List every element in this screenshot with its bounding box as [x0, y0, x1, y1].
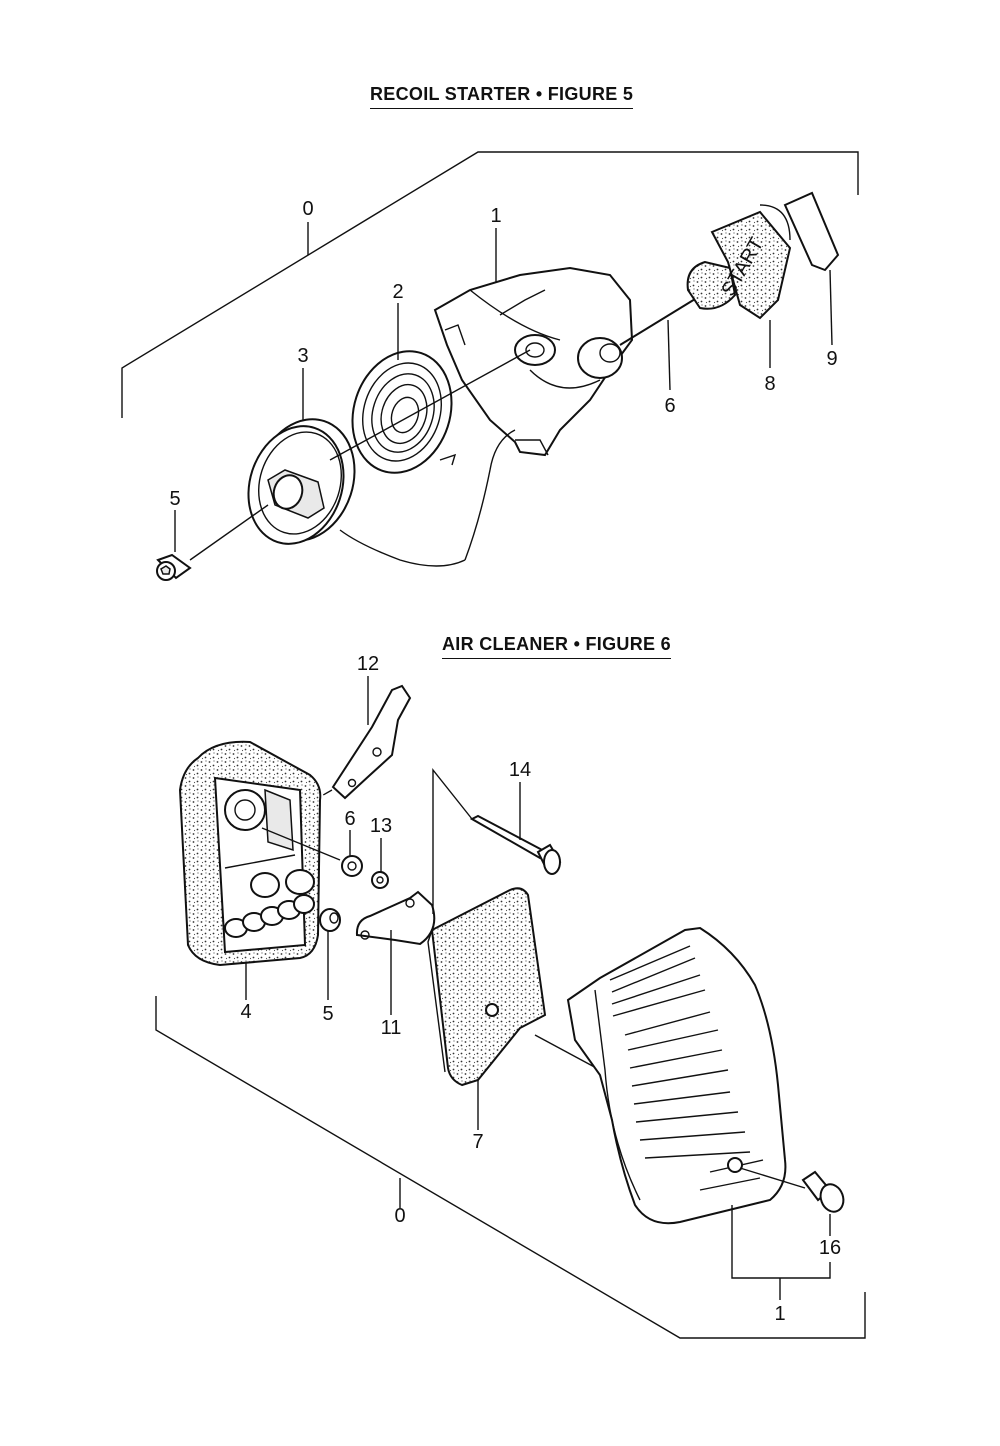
callout-6-4: 4: [240, 1001, 251, 1023]
callout-5-6: 6: [664, 395, 675, 417]
callout-5-5: 5: [169, 488, 180, 510]
long-bolt-part: [432, 767, 562, 914]
grip-cover-part: [783, 191, 840, 272]
recoil-spring-part: [351, 350, 457, 474]
center-line-5: [329, 349, 531, 461]
filter-element-part: [427, 887, 601, 1087]
bushing-part: [319, 908, 341, 932]
callout-6-13: 13: [370, 815, 392, 837]
callout-6-6: 6: [344, 808, 355, 830]
callout-6-7: 7: [472, 1131, 483, 1153]
callout-6-14: 14: [509, 759, 531, 781]
cover-vent-slots: [609, 945, 764, 1191]
air-cleaner-body-part: [178, 740, 341, 967]
callout-5-8: 8: [764, 373, 775, 395]
cover-bolt-part: [801, 1170, 845, 1213]
callout-5-3: 3: [297, 345, 308, 367]
figure-5-title: RECOIL STARTER • FIGURE 5: [370, 84, 634, 109]
assembly-bracket-6: [155, 996, 866, 1339]
callout-6-16: 16: [819, 1237, 841, 1259]
callout-6-11: 11: [381, 1017, 402, 1039]
figure-5-diagram: START 0 1 2 3 5: [121, 151, 859, 581]
figure-6-diagram: 12 14 6 13 4 5 11 7 0 16 1: [155, 653, 866, 1339]
starter-grip-part: START: [686, 204, 792, 320]
starter-rope-part: [464, 295, 701, 561]
callout-6-1: 1: [774, 1303, 785, 1325]
figure-6-title: AIR CLEANER • FIGURE 6: [442, 634, 671, 659]
starter-case-part: [433, 266, 634, 457]
callout-5-0: 0: [302, 198, 313, 220]
callout-5-1: 1: [490, 205, 501, 227]
callout-6-0: 0: [394, 1205, 405, 1227]
washer-part: [371, 871, 389, 889]
callout-6-5: 5: [322, 1003, 333, 1025]
leader-lines-5: [174, 222, 833, 552]
leader-lines-6: [245, 676, 831, 1300]
spacer-part: [341, 855, 363, 877]
choke-plate-part: [355, 890, 436, 946]
reel-part: [247, 418, 466, 567]
cleaner-cover-part: [566, 926, 806, 1225]
callout-5-2: 2: [392, 281, 403, 303]
callout-5-9: 9: [826, 348, 837, 370]
assembly-bracket-5: [121, 151, 859, 418]
callout-6-12: 12: [357, 653, 379, 675]
starter-screw-part: [156, 504, 269, 581]
